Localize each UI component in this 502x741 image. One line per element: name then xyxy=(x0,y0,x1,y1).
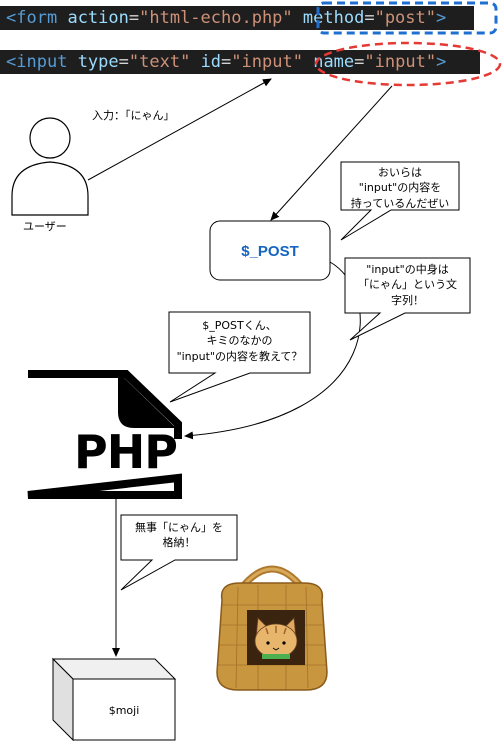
code-token: "html-echo.php" xyxy=(139,8,293,28)
callout-line: "input"の内容を教えて？ xyxy=(176,349,303,363)
code-token: input xyxy=(16,52,68,72)
code-token: "text" xyxy=(128,52,191,72)
callout-php-asks-text: $_POSTくん、 キミのなかの "input"の内容を教えて？ xyxy=(169,318,310,364)
callout-line: 字列！ xyxy=(391,293,424,307)
code-token: > xyxy=(436,52,447,72)
code-token: > xyxy=(436,8,447,28)
input-tag-code: <input type="text" id="input" name="inpu… xyxy=(0,50,480,74)
php-icon-label: PHP xyxy=(74,425,178,479)
user-icon xyxy=(11,117,89,216)
code-token: "post" xyxy=(374,8,436,28)
post-box xyxy=(209,220,331,281)
callout-post-answer-text: "input"の中身は 「にゃん」という文 字列！ xyxy=(345,262,470,308)
code-token: = xyxy=(221,52,232,72)
code-token: "input" xyxy=(231,52,303,72)
callout-post-answer xyxy=(344,257,471,341)
method-highlight xyxy=(316,1,498,35)
callout-php-asks xyxy=(168,311,311,403)
form-tag-code: <form action="html-echo.php" method="pos… xyxy=(0,6,474,30)
code-token: name xyxy=(313,52,355,72)
arrow-user-to-input xyxy=(87,78,272,181)
arrow-input-to-post xyxy=(270,85,393,221)
code-token: < xyxy=(6,8,17,28)
callout-line: 持っているんだぜい xyxy=(350,196,450,210)
name-highlight xyxy=(314,41,502,87)
callout-line: $_POSTくん、 xyxy=(202,319,277,332)
code-token: = xyxy=(128,8,140,28)
callout-line: キミのなかの xyxy=(206,334,273,348)
post-box-label: $_POST xyxy=(241,243,299,260)
callout-line: "input"の中身は xyxy=(366,263,449,276)
code-token: "input" xyxy=(364,52,437,72)
code-token: action xyxy=(67,8,129,28)
code-token: form xyxy=(16,8,58,28)
code-token: = xyxy=(118,52,129,72)
cat-basket-image xyxy=(216,565,328,691)
callout-store-text: 無事「にゃん」を 格納！ xyxy=(121,520,237,551)
code-token: < xyxy=(6,52,17,72)
moji-label: $moji xyxy=(108,704,140,717)
code-token: = xyxy=(354,52,365,72)
callout-line: おいらは xyxy=(378,166,422,179)
callout-line: 格納！ xyxy=(162,536,196,550)
callout-store xyxy=(120,514,238,591)
code-token: = xyxy=(364,8,375,28)
callout-line: 無事「にゃん」を xyxy=(135,521,223,534)
callout-post-says xyxy=(340,161,460,241)
callout-post-says-text: おいらは "input"の内容を 持っているんだぜい xyxy=(341,165,459,211)
code-token: id xyxy=(200,52,222,72)
callout-line: 「にゃん」という文 xyxy=(358,278,457,292)
callout-line: "input"の内容を xyxy=(358,181,442,195)
code-token: type xyxy=(77,52,119,72)
user-input-label: 入力：「にゃん」 xyxy=(92,109,175,122)
php-file-icon xyxy=(27,370,182,499)
moji-box xyxy=(51,657,177,741)
user-label: ユーザー xyxy=(23,220,67,233)
